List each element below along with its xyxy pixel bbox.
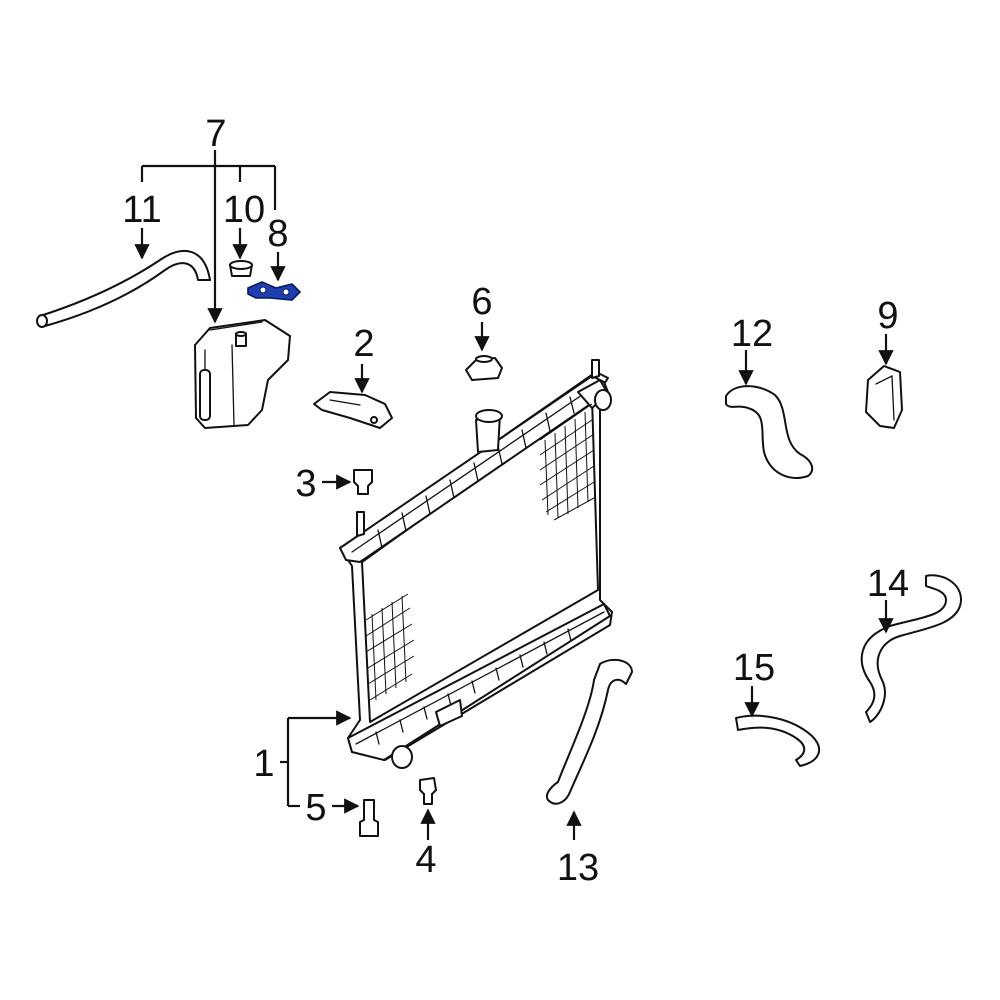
core-mesh-lower [365, 593, 415, 701]
callout-10: 10 [223, 189, 265, 231]
callout-1: 1 [253, 743, 274, 785]
lower-hose[interactable] [546, 658, 633, 805]
callout-13: 13 [557, 847, 599, 889]
callout-8: 8 [267, 213, 288, 255]
bolt-3[interactable] [353, 469, 373, 495]
radiator-bracket[interactable] [313, 391, 393, 429]
callout-12: 12 [731, 313, 773, 355]
leader-lines [134, 150, 894, 840]
heater-hose-15[interactable] [735, 714, 821, 767]
callout-9: 9 [877, 295, 898, 337]
callout-4: 4 [415, 839, 436, 881]
hose-clip[interactable] [865, 365, 903, 429]
callout-11: 11 [122, 189, 161, 231]
overflow-hose[interactable] [36, 250, 211, 328]
callout-5: 5 [305, 787, 326, 829]
upper-hose[interactable] [725, 385, 814, 479]
callout-2: 2 [353, 323, 374, 365]
callout-15: 15 [733, 647, 775, 689]
heater-hose-14[interactable] [860, 574, 962, 723]
core-mesh-upper [539, 403, 595, 521]
reservoir-cap[interactable] [229, 260, 253, 277]
callout-14: 14 [867, 563, 909, 605]
callout-7: 7 [205, 113, 226, 155]
bolt-5[interactable] [359, 799, 379, 837]
coolant-reservoir[interactable] [194, 319, 291, 429]
radiator-cap[interactable] [465, 355, 503, 381]
drain-plug[interactable] [419, 777, 437, 805]
callout-3: 3 [295, 463, 316, 505]
reservoir-bracket[interactable] [247, 281, 302, 301]
callout-6: 6 [471, 281, 492, 323]
radiator[interactable] [339, 359, 613, 769]
callout-labels: 1 2 3 4 5 6 7 8 9 10 11 12 13 14 15 [122, 113, 909, 889]
